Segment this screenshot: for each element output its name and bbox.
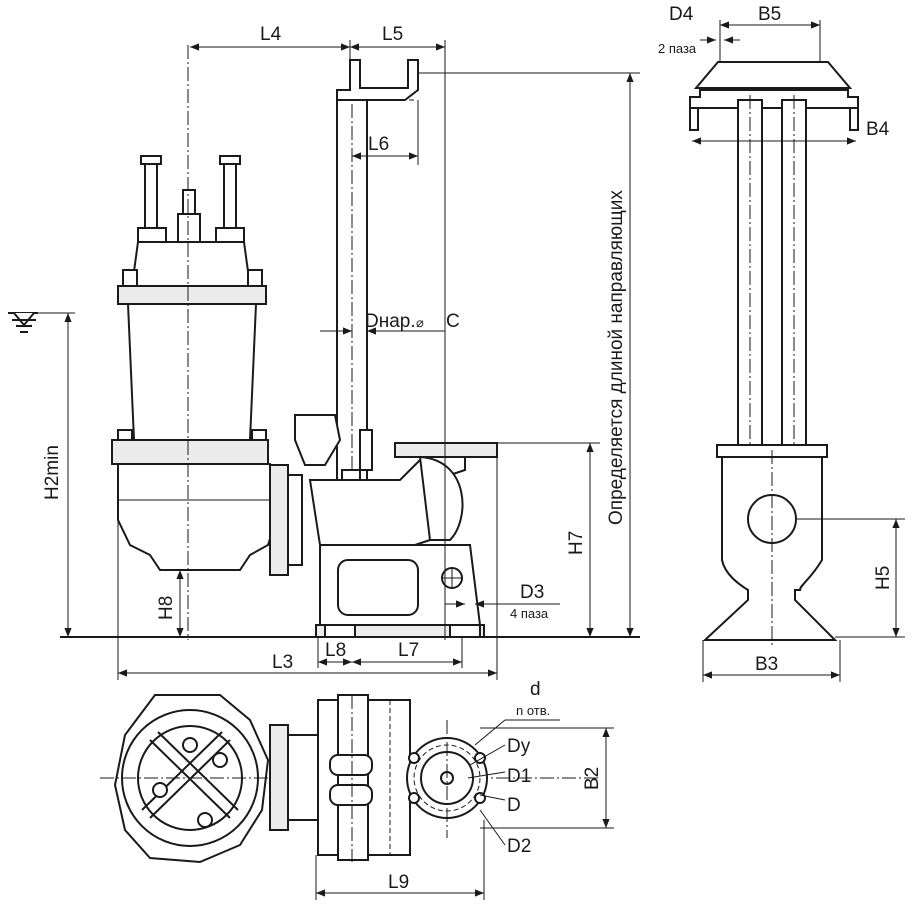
label-L5: L5 bbox=[382, 24, 403, 45]
upper-flange bbox=[117, 285, 267, 305]
label-d-note: n отв. bbox=[516, 703, 550, 718]
label-L7: L7 bbox=[398, 640, 419, 661]
outlet-flange bbox=[394, 442, 498, 458]
label-D3-note: 4 паза bbox=[510, 606, 549, 621]
label-H8: H8 bbox=[156, 596, 177, 620]
side-view bbox=[689, 20, 905, 682]
label-d: d bbox=[530, 679, 541, 700]
top-bracket bbox=[336, 59, 419, 101]
pump-discharge-flange bbox=[269, 464, 289, 576]
label-L9: L9 bbox=[388, 872, 409, 893]
label-B4: B4 bbox=[866, 119, 890, 140]
label-D4: D4 bbox=[669, 4, 694, 25]
label-D2: D2 bbox=[507, 836, 531, 857]
sliding-claw bbox=[294, 414, 342, 466]
label-L3: L3 bbox=[272, 652, 293, 673]
label-D1: D1 bbox=[507, 766, 531, 787]
label-B5: B5 bbox=[758, 4, 781, 25]
label-H2min: H2min bbox=[42, 445, 63, 500]
label-diameter-symbol: ⌀ bbox=[416, 315, 424, 330]
side-top-bracket bbox=[693, 61, 853, 89]
top-cap bbox=[130, 241, 252, 287]
dimension-labels: L4 L5 L6 Dнар. ⌀ C Определяется длиной н… bbox=[42, 4, 894, 893]
label-B2: B2 bbox=[582, 767, 603, 790]
label-C: C bbox=[446, 311, 460, 332]
water-level-icon bbox=[8, 312, 75, 333]
label-guides-note: Определяется длиной направляющих bbox=[606, 190, 627, 525]
top-view bbox=[100, 694, 614, 900]
label-B3: B3 bbox=[755, 654, 778, 675]
cable-glands bbox=[137, 155, 245, 245]
label-L6: L6 bbox=[368, 134, 389, 155]
label-Dy: Dy bbox=[507, 736, 531, 757]
label-L4: L4 bbox=[260, 24, 282, 45]
motor-housing bbox=[126, 303, 258, 441]
label-Dnar: Dнар. bbox=[365, 311, 416, 332]
label-H5: H5 bbox=[873, 566, 894, 590]
front-view bbox=[8, 40, 640, 680]
pump-casing bbox=[117, 463, 278, 571]
label-L8: L8 bbox=[325, 640, 346, 661]
label-D3: D3 bbox=[520, 582, 544, 603]
label-D: D bbox=[507, 795, 521, 816]
label-D4-note: 2 паза bbox=[658, 41, 697, 56]
label-H7: H7 bbox=[566, 531, 587, 555]
side-base bbox=[702, 456, 838, 641]
middle-flange bbox=[111, 439, 269, 465]
